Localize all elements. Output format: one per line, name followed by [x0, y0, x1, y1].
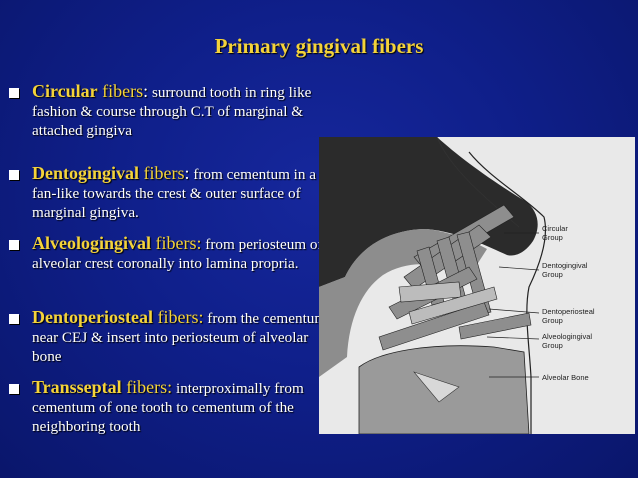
list-item-dentoperiosteal: Dentoperiosteal fibers: from the cementu… [9, 308, 327, 366]
term-fibers: fibers: [157, 307, 204, 327]
leader-line [498, 266, 540, 271]
description-dentoperiosteal: from the cementum near CEJ & insert into… [32, 310, 327, 365]
bullet-icon [9, 240, 19, 250]
bullet-icon [9, 170, 19, 180]
list-item-transseptal: Transseptal fibers: interproximally from… [9, 378, 327, 436]
term-dentoperiosteal: Dentoperiosteal [32, 307, 153, 327]
gingival-fiber-diagram: Circular Group Dentogingival Group Dento… [319, 137, 635, 434]
diagram-svg: Circular Group Dentogingival Group Dento… [319, 137, 595, 434]
description-circular: surround tooth in ring like fashion & co… [32, 84, 312, 139]
label-alveologingival-1: Alveologingival [542, 332, 592, 341]
bullet-icon [9, 314, 19, 324]
fiber-band [458, 312, 532, 340]
fiber-band [398, 281, 462, 303]
bone-crest [413, 371, 460, 403]
label-alveologingival-2: Group [542, 341, 563, 350]
label-circular-1: Circular [542, 224, 568, 233]
description-alveologingival: from periosteum of alveolar crest corona… [32, 236, 323, 272]
term-fibers: fibers [143, 163, 185, 183]
tooth-crown [319, 137, 538, 287]
label-dentoperiosteal-2: Group [542, 316, 563, 325]
label-dentogingival-1: Dentogingival [542, 261, 588, 270]
term-colon: : [184, 163, 190, 183]
bullet-icon [9, 384, 19, 394]
term-fibers: fibers: [126, 377, 173, 397]
list-item-dentogingival: Dentogingival fibers: from cementum in a… [9, 164, 327, 222]
list-item-alveologingival: Alveologingival fibers: from periosteum … [9, 234, 327, 273]
list-item-circular: Circular fibers: surround tooth in ring … [9, 82, 327, 140]
label-dentoperiosteal-1: Dentoperiosteal [542, 307, 595, 316]
description-dentogingival: from cementum in a fan-like towards the … [32, 166, 317, 221]
fiber-band [408, 286, 498, 325]
term-alveologingival: Alveologingival [32, 233, 152, 253]
fiber-band [378, 301, 490, 351]
description-transseptal: interproximally from cementum of one too… [32, 380, 304, 435]
gingiva-outline [468, 151, 547, 434]
term-dentogingival: Dentogingival [32, 163, 140, 183]
term-colon: : [143, 81, 149, 101]
label-alveolar-bone: Alveolar Bone [542, 373, 589, 382]
bullet-icon [9, 88, 19, 98]
leader-line [488, 308, 540, 314]
term-fibers: fibers [102, 81, 144, 101]
term-transseptal: Transseptal [32, 377, 122, 397]
term-fibers: fibers: [155, 233, 202, 253]
leader-line [486, 336, 540, 340]
term-circular: Circular [32, 81, 98, 101]
label-circular-2: Group [542, 233, 563, 242]
slide-title: Primary gingival fibers [214, 34, 424, 58]
label-dentogingival-2: Group [542, 270, 563, 279]
